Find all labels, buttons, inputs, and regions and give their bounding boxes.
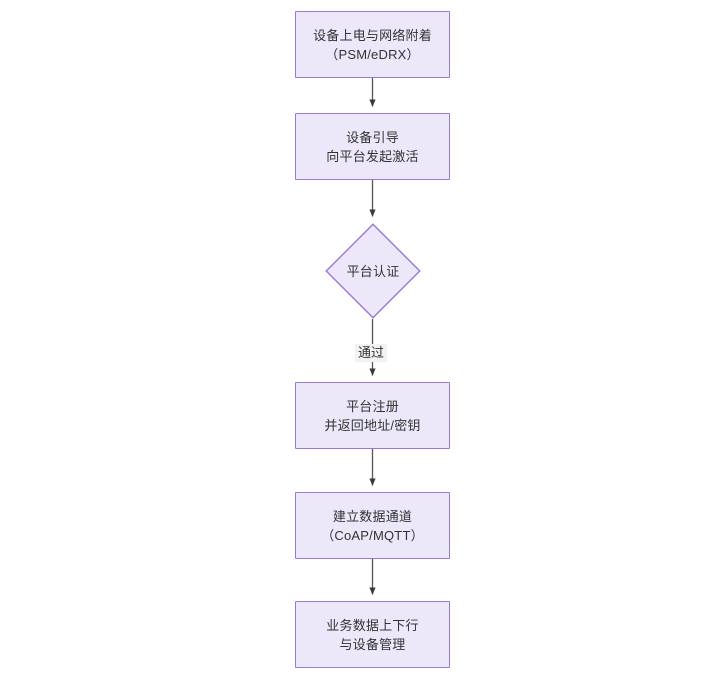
diamond-shape-icon — [325, 223, 421, 319]
node-data-channel-setup[interactable]: 建立数据通道 （CoAP/MQTT） — [295, 492, 450, 559]
node-label-data-channel-setup: 建立数据通道 （CoAP/MQTT） — [321, 508, 424, 543]
node-label-business-data-management: 业务数据上下行 与设备管理 — [326, 617, 419, 652]
node-platform-registration[interactable]: 平台注册 并返回地址/密钥 — [295, 382, 450, 449]
node-label-device-power-on: 设备上电与网络附着 （PSM/eDRX） — [313, 27, 432, 62]
node-label-device-bootstrap: 设备引导 向平台发起激活 — [326, 129, 419, 164]
edge-label-pass: 通过 — [355, 344, 388, 362]
node-device-power-on[interactable]: 设备上电与网络附着 （PSM/eDRX） — [295, 11, 450, 78]
node-platform-authentication[interactable]: 平台认证 — [325, 223, 421, 319]
node-device-bootstrap[interactable]: 设备引导 向平台发起激活 — [295, 113, 450, 180]
node-label-platform-registration: 平台注册 并返回地址/密钥 — [324, 398, 421, 433]
node-business-data-management[interactable]: 业务数据上下行 与设备管理 — [295, 601, 450, 668]
node-label-platform-authentication: 平台认证 — [346, 263, 400, 279]
